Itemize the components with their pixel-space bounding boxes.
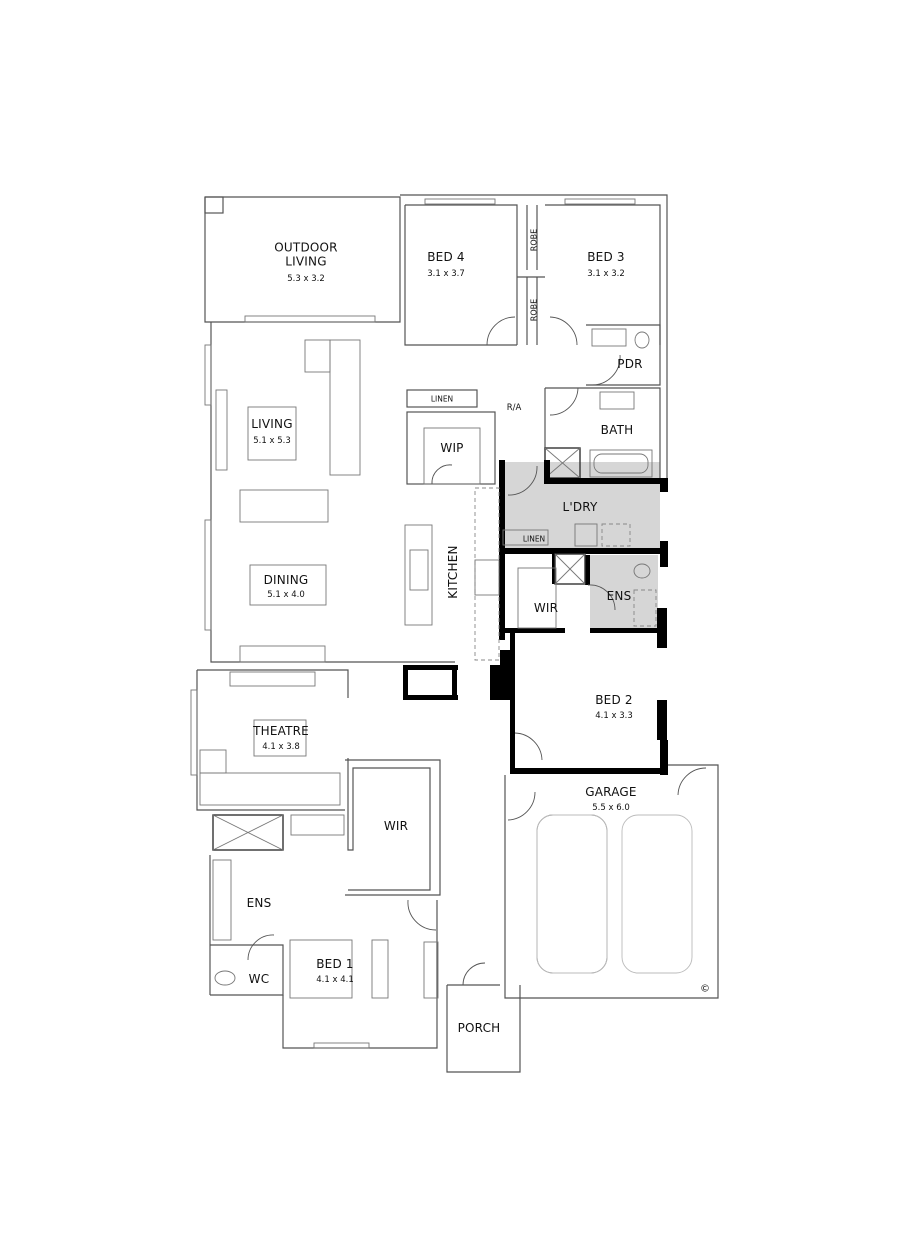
room-name: LIVING (285, 255, 327, 269)
room-label-outdoor-living: OUTDOOR LIVING (274, 241, 337, 270)
room-label-laundry: L'DRY (562, 499, 598, 514)
room-label-bed3: BED 3 (587, 249, 625, 264)
room-dims-dining: 5.1 x 4.0 (267, 590, 305, 600)
room-label-theatre: THEATRE (253, 723, 309, 738)
room-label-wc: WC (248, 971, 270, 986)
room-dims-bed4: 3.1 x 3.7 (427, 269, 465, 279)
room-label-wir-upper: WIR (533, 600, 559, 615)
room-label-pdr: PDR (617, 356, 643, 371)
room-label-robe-lower: ROBE (529, 298, 539, 322)
room-dims-bed3: 3.1 x 3.2 (587, 269, 625, 279)
room-dims-living: 5.1 x 5.3 (253, 436, 291, 446)
room-label-bed2: BED 2 (595, 692, 633, 707)
room-label-linen-lower: LINEN (522, 534, 546, 544)
room-dims-bed2: 4.1 x 3.3 (595, 711, 633, 721)
room-label-linen-upper: LINEN (430, 394, 454, 404)
room-label-ens-lower: ENS (246, 895, 272, 910)
room-dims-theatre: 4.1 x 3.8 (262, 742, 300, 752)
room-label-bed4: BED 4 (427, 249, 465, 264)
ensuite-fill (590, 555, 658, 633)
room-dims-bed1: 4.1 x 4.1 (316, 975, 354, 985)
room-label-bath: BATH (600, 422, 634, 437)
laundry-fill (505, 462, 660, 548)
room-label-wir-lower: WIR (383, 818, 409, 833)
room-label-robe-upper: ROBE (529, 228, 539, 252)
room-label-ens-upper: ENS (606, 588, 632, 603)
room-dims-outdoor-living: 5.3 x 3.2 (287, 274, 325, 284)
room-dims-garage: 5.5 x 6.0 (592, 803, 630, 813)
room-name: OUTDOOR (274, 240, 338, 255)
room-label-kitchen: KITCHEN (445, 545, 460, 599)
room-label-garage: GARAGE (585, 784, 637, 799)
room-label-wip: WIP (440, 440, 464, 455)
copyright-icon: © (700, 983, 710, 995)
room-label-living: LIVING (251, 416, 293, 431)
room-label-ra: R/A (506, 403, 522, 413)
room-label-bed1: BED 1 (316, 956, 354, 971)
room-label-porch: PORCH (457, 1020, 501, 1035)
room-label-dining: DINING (263, 572, 309, 587)
